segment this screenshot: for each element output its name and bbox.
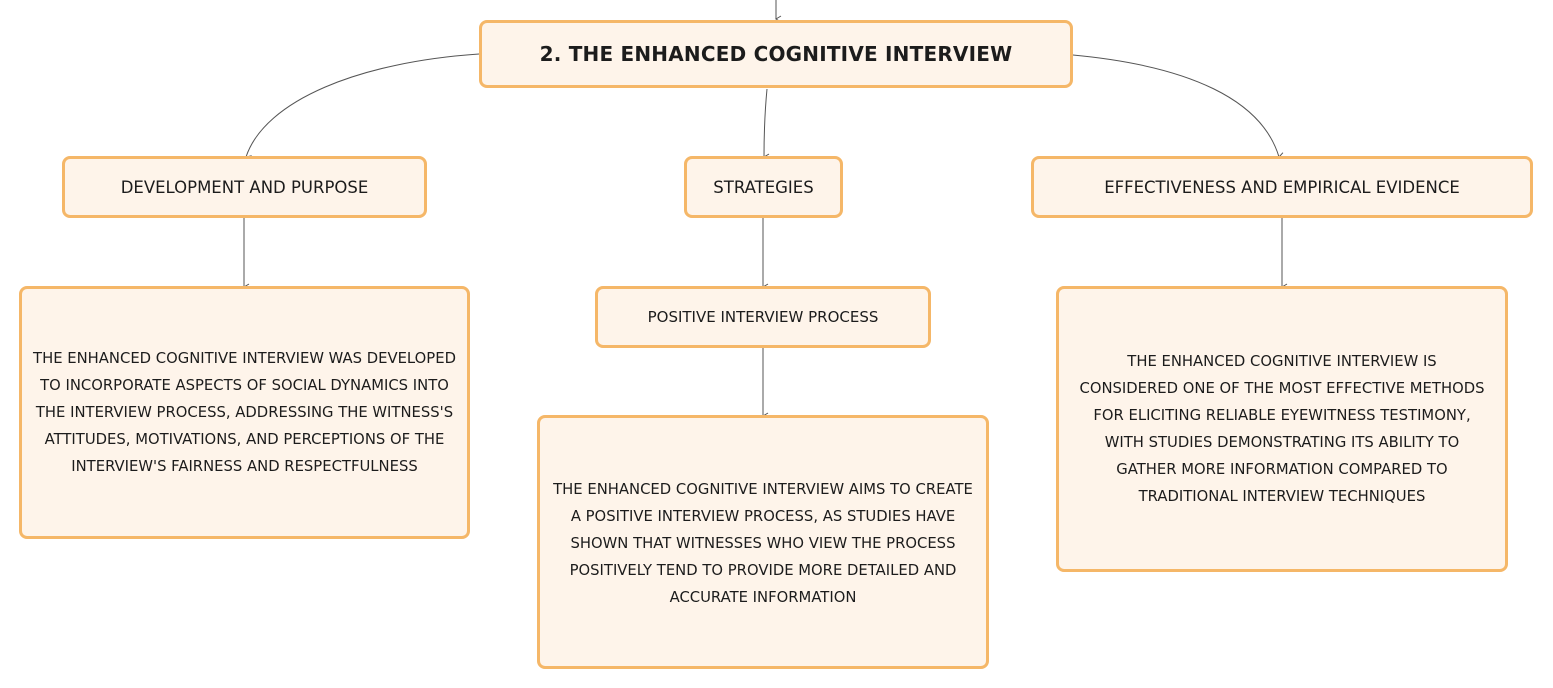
branch-label: Effectiveness and Empirical Evidence	[1104, 177, 1460, 197]
connector-root-to-strategies	[763, 88, 770, 161]
detail-node-positive-interview-process[interactable]: The Enhanced Cognitive Interview aims to…	[537, 415, 989, 669]
detail-text: The Enhanced Cognitive Interview aims to…	[553, 480, 973, 606]
branch-node-effectiveness-and-empirical-evidence[interactable]: Effectiveness and Empirical Evidence	[1031, 156, 1533, 218]
root-label: 2. The Enhanced Cognitive Interview	[539, 42, 1013, 66]
root-node[interactable]: 2. The Enhanced Cognitive Interview	[479, 20, 1073, 88]
branch-label: Strategies	[713, 177, 814, 197]
connector-root-to-effectiveness	[1072, 54, 1285, 159]
branch-node-strategies[interactable]: Strategies	[684, 156, 843, 218]
branch-label: Development and Purpose	[120, 177, 369, 197]
detail-text: The Enhanced Cognitive Interview was dev…	[33, 350, 456, 475]
connector-root-to-development	[245, 53, 480, 162]
subtopic-node-positive-interview-process[interactable]: Positive Interview Process	[595, 286, 931, 348]
detail-node-effectiveness-and-empirical-evidence[interactable]: The Enhanced Cognitive Interview is cons…	[1056, 286, 1508, 572]
subtopic-label: Positive Interview Process	[647, 308, 879, 326]
branch-node-development-and-purpose[interactable]: Development and Purpose	[62, 156, 427, 218]
detail-node-development-and-purpose[interactable]: The Enhanced Cognitive Interview was dev…	[19, 286, 470, 539]
detail-text: The Enhanced Cognitive Interview is cons…	[1079, 353, 1485, 505]
